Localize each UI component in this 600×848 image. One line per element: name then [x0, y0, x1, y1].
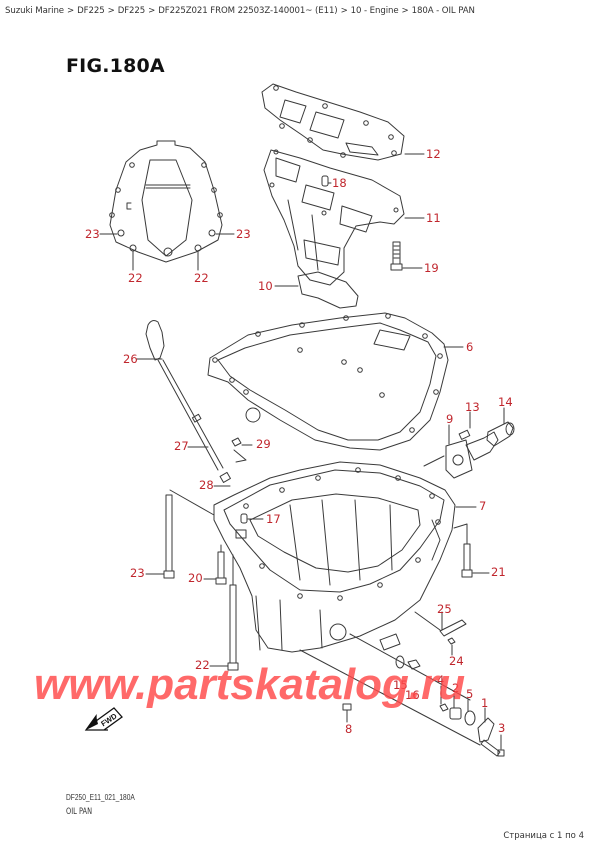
figure-name: OIL PAN	[66, 807, 93, 817]
callout-18[interactable]: 18	[332, 176, 347, 190]
breadcrumb: Suzuki Marine>DF225>DF225>DF225Z021 FROM…	[5, 6, 475, 16]
breadcrumb-item[interactable]: DF225	[77, 6, 105, 16]
housing-part-9	[445, 431, 499, 479]
gasket-part-10	[297, 271, 359, 309]
callout-6[interactable]: 6	[466, 340, 474, 354]
callout-26[interactable]: 26	[123, 352, 138, 366]
bolt-part-20	[215, 551, 227, 585]
cover-gasket	[109, 140, 223, 263]
o-ring-part-5	[464, 710, 476, 726]
fwd-marker: FWD	[84, 702, 124, 740]
bolt-part-3	[480, 739, 501, 757]
callout-19[interactable]: 19	[424, 261, 439, 275]
callout-7[interactable]: 7	[479, 499, 487, 513]
callout-8[interactable]: 8	[345, 722, 353, 736]
callout-4[interactable]: 4	[437, 673, 445, 687]
clip-part-25	[439, 619, 467, 637]
callout-13[interactable]: 13	[465, 400, 480, 414]
breadcrumb-item[interactable]: DF225Z021 FROM 22503Z-140001~ (E11)	[158, 6, 338, 16]
bolt-part-21	[461, 543, 473, 578]
callout-23[interactable]: 23	[236, 227, 251, 241]
watermark: www.partskatalog.ru	[34, 660, 466, 709]
callout-16[interactable]: 16	[405, 688, 420, 702]
oil-pan-part-7	[213, 461, 456, 653]
callout-25[interactable]: 25	[437, 602, 452, 616]
callout-29[interactable]: 29	[256, 437, 271, 451]
bolt-part-22	[227, 584, 239, 671]
callout-17[interactable]: 17	[266, 512, 281, 526]
plug-part-16	[407, 659, 421, 670]
figure-title: FIG.180A	[66, 55, 165, 77]
nut-part-4	[439, 703, 449, 712]
callout-22[interactable]: 22	[195, 658, 210, 672]
callout-9[interactable]: 9	[446, 412, 454, 426]
callout-22[interactable]: 22	[194, 271, 209, 285]
callout-24[interactable]: 24	[449, 654, 464, 668]
callout-23[interactable]: 23	[130, 566, 145, 580]
breadcrumb-current: 180A - OIL PAN	[411, 6, 475, 16]
bracket-part-1	[477, 717, 495, 743]
callout-3[interactable]: 3	[498, 721, 506, 735]
o-ring-part-15	[395, 655, 405, 669]
callout-12[interactable]: 12	[426, 147, 441, 161]
dipstick-part-26	[145, 320, 231, 483]
callout-2[interactable]: 2	[452, 681, 460, 695]
figure-code: DF250_E11_021_180A	[66, 792, 135, 802]
callout-21[interactable]: 21	[491, 565, 506, 579]
callout-5[interactable]: 5	[466, 687, 474, 701]
bolt-part-23	[163, 494, 175, 579]
gasket-part-12	[261, 83, 405, 161]
housing-part-11	[263, 149, 405, 286]
callout-14[interactable]: 14	[498, 395, 513, 409]
callout-15[interactable]: 15	[393, 678, 408, 692]
breadcrumb-item[interactable]: Suzuki Marine	[5, 6, 64, 16]
breadcrumb-item[interactable]: DF225	[117, 6, 146, 16]
callout-27[interactable]: 27	[174, 439, 189, 453]
sensor-part-14	[486, 421, 515, 447]
collar-part-2	[449, 707, 462, 720]
callout-20[interactable]: 20	[188, 571, 203, 585]
gasket-part-6	[207, 312, 449, 451]
bolt-part-19	[390, 241, 403, 271]
callout-23[interactable]: 23	[85, 227, 100, 241]
callout-28[interactable]: 28	[199, 478, 214, 492]
callout-11[interactable]: 11	[426, 211, 441, 225]
callout-22[interactable]: 22	[128, 271, 143, 285]
callout-10[interactable]: 10	[258, 279, 273, 293]
callout-1[interactable]: 1	[481, 696, 489, 710]
breadcrumb-item[interactable]: 10 - Engine	[350, 6, 399, 16]
forward-arrow-icon: FWD	[84, 707, 123, 731]
page-indicator: Страница с 1 по 4	[503, 831, 584, 841]
